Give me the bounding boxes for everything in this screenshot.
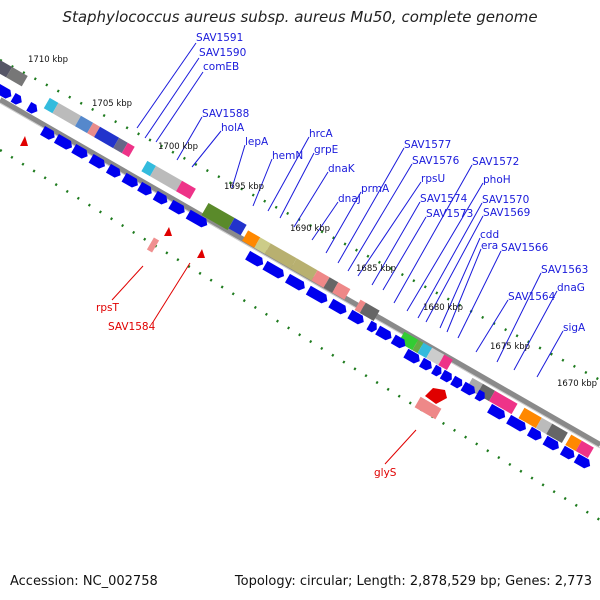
accession-text: Accession: NC_002758 <box>10 574 158 589</box>
gene-label[interactable]: SAV1590 <box>199 47 246 59</box>
scale-label: 1700 kbp <box>158 142 198 152</box>
gene-labels-blue: SAV1591 SAV1590 comEB SAV1588 holA lepA … <box>196 32 588 334</box>
gene-label[interactable]: phoH <box>483 174 511 186</box>
gene-label[interactable]: hemN <box>272 150 303 162</box>
gene-label[interactable]: dnaK <box>328 163 356 175</box>
gene-label[interactable]: rpsU <box>421 173 445 185</box>
gene-labels-red: rpsT SAV1584 glyS <box>96 302 397 479</box>
scale-label: 1705 kbp <box>92 99 132 109</box>
gene-label-red[interactable]: glyS <box>374 467 397 479</box>
map-title: Staphylococcus aureus subsp. aureus Mu50… <box>62 8 538 26</box>
scale-label: 1670 kbp <box>557 379 597 389</box>
gene-label[interactable]: SAV1564 <box>508 291 556 303</box>
gene-label[interactable]: SAV1572 <box>472 156 519 168</box>
gene-label[interactable]: SAV1563 <box>541 264 588 276</box>
gene-label[interactable]: SAV1591 <box>196 32 243 44</box>
scale-label: 1690 kbp <box>290 224 330 234</box>
scale-label: 1710 kbp <box>28 55 68 65</box>
gene-label[interactable]: prmA <box>361 183 390 195</box>
scale-label: 1695 kbp <box>224 182 264 192</box>
gene-label[interactable]: SAV1569 <box>483 207 530 219</box>
scale-label: 1685 kbp <box>356 264 396 274</box>
gene-label-red[interactable]: SAV1584 <box>108 321 156 333</box>
scale-label: 1680 kbp <box>423 303 463 313</box>
gene-label[interactable]: cdd <box>480 229 499 241</box>
gene-label[interactable]: hrcA <box>309 128 334 140</box>
gene-label[interactable]: SAV1574 <box>420 193 468 205</box>
gene-label[interactable]: SAV1576 <box>412 155 460 167</box>
cds-arrows <box>0 84 591 469</box>
genome-summary-text: Topology: circular; Length: 2,878,529 bp… <box>234 574 592 589</box>
gene-label[interactable]: dnaG <box>557 282 585 294</box>
gene-label[interactable]: SAV1577 <box>404 139 451 151</box>
gene-label[interactable]: holA <box>221 122 245 134</box>
gene-label[interactable]: sigA <box>563 322 586 334</box>
gene-label[interactable]: SAV1588 <box>202 108 249 120</box>
leader-lines-blue <box>136 42 564 378</box>
red-markers <box>20 136 447 420</box>
tick-dots <box>0 58 600 522</box>
leader-lines-red <box>111 262 417 465</box>
gene-label[interactable]: dnaJ <box>338 193 361 205</box>
gene-label[interactable]: grpE <box>314 144 338 156</box>
gene-label[interactable]: era <box>481 240 498 252</box>
gene-label-red[interactable]: rpsT <box>96 302 119 314</box>
feature-blocks <box>0 60 594 459</box>
gene-label[interactable]: SAV1570 <box>482 194 529 206</box>
gene-label[interactable]: SAV1573 <box>426 208 473 220</box>
gene-label[interactable]: comEB <box>203 61 239 73</box>
gene-label[interactable]: SAV1566 <box>501 242 549 254</box>
scale-labels: 1710 kbp 1705 kbp 1700 kbp 1695 kbp 1690… <box>28 55 597 389</box>
scale-label: 1675 kbp <box>490 342 530 352</box>
gene-label[interactable]: lepA <box>245 136 269 148</box>
